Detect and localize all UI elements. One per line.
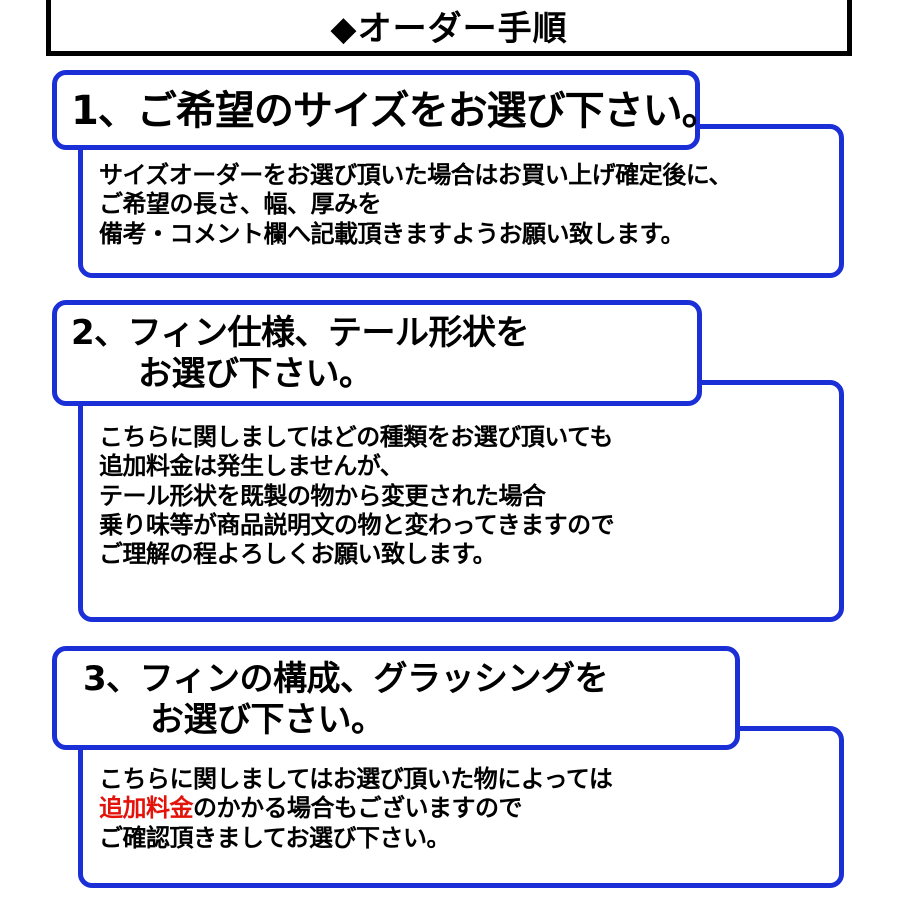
step-1-title-box: 1、ご希望のサイズをお選び下さい。 [52, 70, 722, 150]
additional-fee-highlight: 追加料金 [99, 794, 194, 823]
step-3-body-line-2: のかかる場合もございますので [193, 794, 523, 823]
step-3-title-box: 3、フィンの構成、グラッシングを お選び下さい。 [52, 646, 740, 750]
step-3-body-line-1: こちらに関しましてはお選び頂いた物によっては [99, 765, 613, 793]
step-1-body-text: サイズオーダーをお選び頂いた場合はお買い上げ確定後に、 ご希望の長さ、幅、厚みを… [99, 161, 733, 248]
step-3-body-box: こちらに関しましてはお選び頂いた物によっては 追加料金のかかる場合もございますの… [78, 726, 844, 888]
page-title: ◆オーダー手順 [330, 9, 568, 49]
header-banner: ◆オーダー手順 [46, 0, 852, 56]
step-1-title: 1、ご希望のサイズをお選び下さい。 [71, 88, 722, 134]
step-2-body-box: こちらに関しましてはどの種類をお選び頂いても 追加料金は発生しませんが、 テール… [78, 380, 844, 622]
step-3-body-line-3: ご確認頂きましてお選び下さい。 [99, 823, 451, 852]
step-2-body-text: こちらに関しましてはどの種類をお選び頂いても 追加料金は発生しませんが、 テール… [99, 423, 615, 569]
step-2-title: 2、フィン仕様、テール形状を お選び下さい。 [71, 313, 529, 394]
step-3-body-text: こちらに関しましてはお選び頂いた物によっては 追加料金のかかる場合もございますの… [99, 765, 613, 853]
step-2-title-box: 2、フィン仕様、テール形状を お選び下さい。 [52, 300, 702, 406]
step-3-title: 3、フィンの構成、グラッシングを お選び下さい。 [83, 659, 608, 740]
